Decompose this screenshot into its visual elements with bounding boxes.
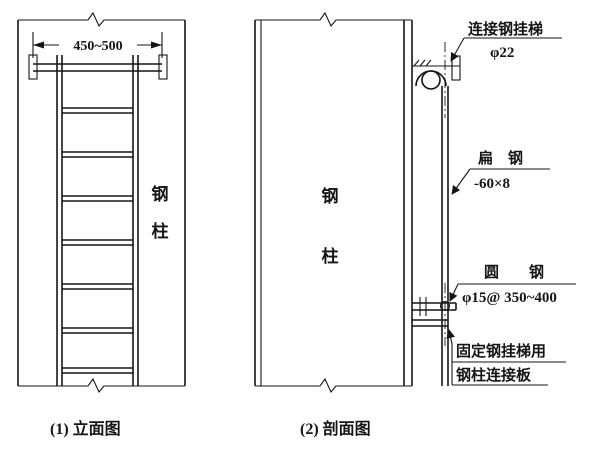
section-column-label-1: 钢	[322, 186, 339, 206]
round-steel-annotation: 圆 钢 φ15@ 350~400	[449, 263, 576, 306]
round-steel-annotation-line2: φ15@ 350~400	[462, 290, 557, 306]
plate-annotation: 固定钢挂梯用 钢柱连接板	[446, 329, 566, 386]
flat-steel-leader-line	[451, 168, 471, 195]
dimension-label: 450~500	[73, 39, 122, 54]
round-steel-annotation-line1: 圆 钢	[484, 263, 544, 281]
bottom-break-line	[18, 377, 185, 394]
top-break-line	[18, 11, 185, 28]
hook-annotation-line1: 连接钢挂梯	[468, 20, 543, 38]
flat-steel-annotation-line1: 扁 钢	[478, 149, 523, 167]
ladder-rungs	[62, 107, 133, 374]
elevation-caption: (1) 立面图	[50, 419, 121, 438]
elevation-column-label-2: 柱	[152, 221, 169, 241]
section-top-break-line	[255, 11, 412, 28]
connection-plate-detail	[412, 283, 457, 346]
hook-bolt-plate	[451, 55, 461, 81]
section-column-label-2: 柱	[322, 246, 339, 266]
hook-annotation: 连接钢挂梯 φ22	[450, 20, 562, 62]
flat-steel-annotation: 扁 钢 -60×8	[451, 149, 550, 195]
plate-annotation-line1: 固定钢挂梯用	[456, 342, 546, 360]
captions: (1) 立面图 (2) 剖面图	[50, 419, 371, 438]
dimension-450-500: 450~500	[32, 32, 163, 58]
annotations: 连接钢挂梯 φ22 扁 钢 -60×8 圆 钢 φ15@ 350~400 固定钢…	[446, 20, 576, 386]
round-steel-leader-line	[449, 283, 459, 302]
hook-leader-line	[450, 37, 465, 62]
hook-annotation-line2: φ22	[490, 45, 514, 61]
hook-detail	[412, 42, 461, 118]
plate-leader-line	[446, 329, 455, 345]
elevation-column-label-1: 钢	[152, 184, 169, 204]
ladder-top-bracket	[28, 54, 168, 80]
section-caption: (2) 剖面图	[300, 419, 371, 438]
elevation-view: 450~500 钢 柱	[17, 11, 186, 394]
ladder-stringers	[56, 55, 139, 386]
plate-annotation-line2: 钢柱连接板	[456, 366, 532, 384]
flat-steel-annotation-line2: -60×8	[474, 176, 510, 192]
section-bottom-break-line	[255, 377, 412, 394]
section-view: 钢 柱	[254, 11, 461, 394]
